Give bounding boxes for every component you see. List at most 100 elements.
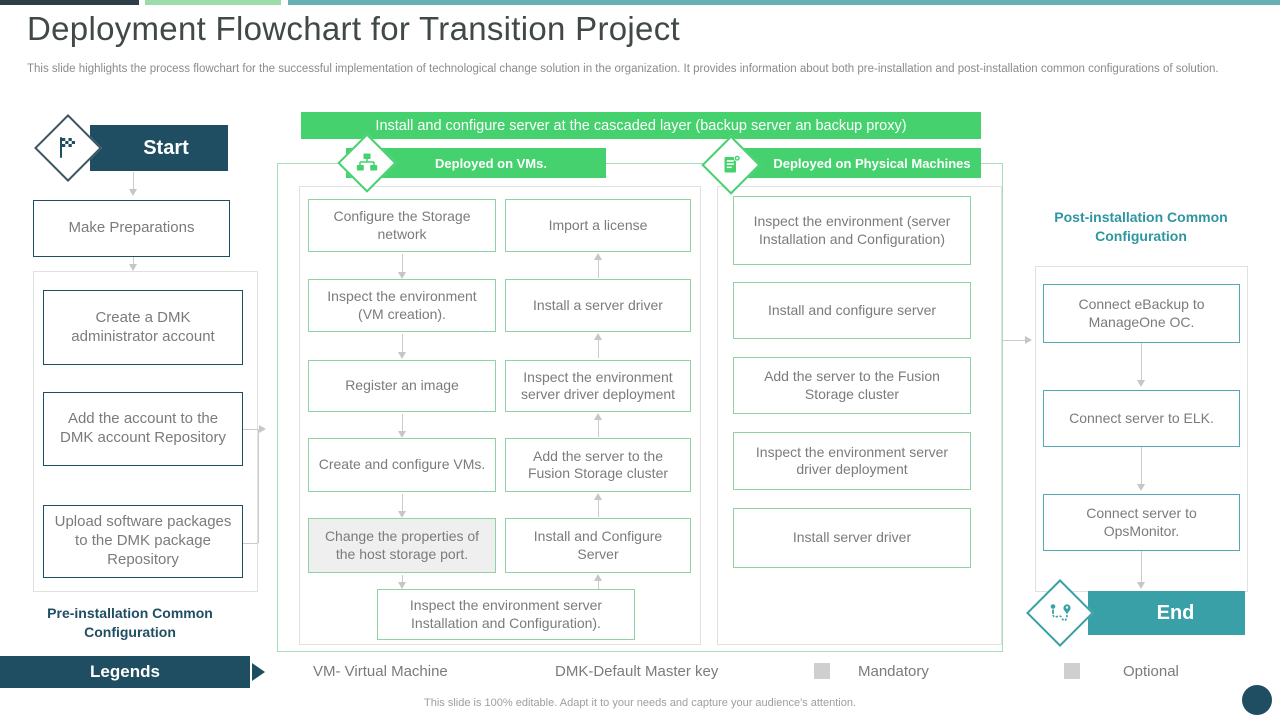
legend-item-optional: Optional xyxy=(1123,663,1179,680)
step-label: Add the server to the Fusion Storage clu… xyxy=(764,368,940,402)
legends-banner: Legends xyxy=(0,656,250,688)
legend-item-mandatory: Mandatory xyxy=(858,663,929,680)
step-phys-inspect-install-config: Inspect the environment (server Installa… xyxy=(733,196,971,265)
end-banner: End xyxy=(1088,591,1245,635)
step-label: Install and Configure Server xyxy=(533,528,663,562)
connector-post-1 xyxy=(1141,343,1142,380)
connector-pre-stub1 xyxy=(243,429,258,430)
step-label: Add the account to the DMK account Repos… xyxy=(60,410,226,446)
step-label: Inspect the environment server driver de… xyxy=(520,368,676,403)
network-tree-icon xyxy=(356,153,378,171)
step-create-configure-vms: Create and configure VMs. xyxy=(308,438,496,492)
step-label: Install a server driver xyxy=(533,296,663,313)
step-label: Make Preparations xyxy=(68,219,195,237)
arrowhead-vm-right-5 xyxy=(593,574,602,581)
step-label: Add the server to the Fusion Storage clu… xyxy=(527,447,669,482)
step-upload-packages: Upload software packages to the DMK pack… xyxy=(43,505,243,578)
step-label: Install and configure server xyxy=(767,301,937,318)
post-install-caption: Post-installation Common Configuration xyxy=(1054,209,1228,244)
connector-prep-down xyxy=(133,257,134,265)
page-title: Deployment Flowchart for Transition Proj… xyxy=(27,10,680,47)
step-label: Configure the Storage network xyxy=(333,208,471,242)
arrowhead-center-to-post xyxy=(1025,335,1032,344)
step-install-server-driver-vm: Install a server driver xyxy=(505,279,691,332)
step-label: Inspect the environment server Installat… xyxy=(409,597,603,631)
banner-label: Install and configure server at the casc… xyxy=(375,117,907,134)
arrowhead-vm-left-2 xyxy=(397,352,406,359)
step-label: Connect server to ELK. xyxy=(1069,409,1214,426)
step-make-preparations: Make Preparations xyxy=(33,200,230,257)
connector-post-2 xyxy=(1141,447,1142,484)
step-create-dmk-account: Create a DMK administrator account xyxy=(43,290,243,365)
step-register-image: Register an image xyxy=(308,360,496,412)
connector-post-to-end xyxy=(1141,551,1142,582)
connector-vm-right-2 xyxy=(598,340,599,358)
step-label: Create a DMK administrator account xyxy=(71,308,215,345)
arrowhead-vm-right-1 xyxy=(593,253,602,260)
arrowhead-vm-right-3 xyxy=(593,413,602,420)
step-add-server-fusion-vm: Add the server to the Fusion Storage clu… xyxy=(505,438,691,492)
document-gear-icon xyxy=(724,154,741,173)
step-phys-add-server-fusion: Add the server to the Fusion Storage clu… xyxy=(733,357,971,414)
step-label: Create and configure VMs. xyxy=(318,456,486,473)
step-label: Inspect the environment server driver de… xyxy=(755,443,949,478)
connector-vm-right-4 xyxy=(598,500,599,517)
step-connect-ebackup: Connect eBackup to ManageOne OC. xyxy=(1043,284,1240,343)
step-configure-storage-network: Configure the Storage network xyxy=(308,199,496,252)
arrowhead-pre-to-center xyxy=(259,424,266,433)
slide-description: This slide highlights the process flowch… xyxy=(27,63,1219,75)
start-banner: Start xyxy=(90,125,228,171)
checkered-flag-icon xyxy=(60,137,75,158)
connector-pre-vertical xyxy=(258,429,259,543)
connector-vm-left-2 xyxy=(402,334,403,352)
connector-center-to-post xyxy=(1003,340,1025,341)
step-label: Inspect the environment (server Installa… xyxy=(753,213,951,247)
corner-dot xyxy=(1242,685,1272,715)
optional-swatch xyxy=(1064,663,1080,679)
step-change-host-storage-port: Change the properties of the host storag… xyxy=(308,518,496,573)
arrowhead-prep-down xyxy=(128,264,137,271)
connector-vm-right-1 xyxy=(598,260,599,278)
connector-start-down xyxy=(133,172,134,189)
step-connect-elk: Connect server to ELK. xyxy=(1043,390,1240,447)
connector-vm-left-1 xyxy=(402,254,403,272)
arrowhead-vm-left-3 xyxy=(397,431,406,438)
arrowhead-vm-left-5 xyxy=(397,582,406,589)
connector-vm-left-4 xyxy=(402,494,403,511)
connector-vm-right-3 xyxy=(598,420,599,437)
arrowhead-post-1 xyxy=(1136,380,1145,387)
pre-install-container xyxy=(33,271,258,592)
top-strip-green xyxy=(145,0,281,5)
physical-header-banner: Deployed on Physical Machines xyxy=(735,148,981,178)
step-label: Connect eBackup to ManageOne OC. xyxy=(1078,296,1205,330)
connector-pre-stub2 xyxy=(243,543,258,544)
cascaded-layer-banner: Install and configure server at the casc… xyxy=(301,112,981,139)
arrowhead-post-to-end xyxy=(1136,582,1145,589)
step-label: Change the properties of the host storag… xyxy=(324,528,480,562)
step-label: Register an image xyxy=(345,377,459,394)
step-label: Inspect the environment (VM creation). xyxy=(327,288,477,322)
legend-item-vm: VM- Virtual Machine xyxy=(313,663,448,680)
connector-vm-right-5 xyxy=(598,581,599,589)
step-import-license: Import a license xyxy=(505,199,691,252)
step-label: Import a license xyxy=(548,216,648,233)
step-install-configure-server-vm: Install and Configure Server xyxy=(505,518,691,573)
arrowhead-start-down xyxy=(128,189,137,196)
legends-title: Legends xyxy=(90,662,160,681)
step-phys-inspect-driver-deployment: Inspect the environment server driver de… xyxy=(733,432,971,490)
step-label: Connect server to OpsMonitor. xyxy=(1086,505,1197,539)
step-phys-install-server-driver: Install server driver xyxy=(733,508,971,568)
step-label: Upload software packages to the DMK pack… xyxy=(54,513,232,568)
top-strip-dark xyxy=(0,0,139,5)
step-label: Install server driver xyxy=(792,529,912,546)
connector-vm-left-3 xyxy=(402,414,403,431)
top-strip-teal xyxy=(288,0,1280,5)
arrowhead-vm-right-2 xyxy=(593,333,602,340)
end-label: End xyxy=(1156,601,1195,624)
start-label: Start xyxy=(143,136,189,159)
cascaded-layer-container xyxy=(277,163,1003,652)
arrowhead-post-2 xyxy=(1136,484,1145,491)
step-inspect-driver-deployment-vm: Inspect the environment server driver de… xyxy=(505,360,691,412)
step-inspect-vm-creation: Inspect the environment (VM creation). xyxy=(308,279,496,332)
vm-header-label: Deployed on VMs. xyxy=(435,155,547,171)
